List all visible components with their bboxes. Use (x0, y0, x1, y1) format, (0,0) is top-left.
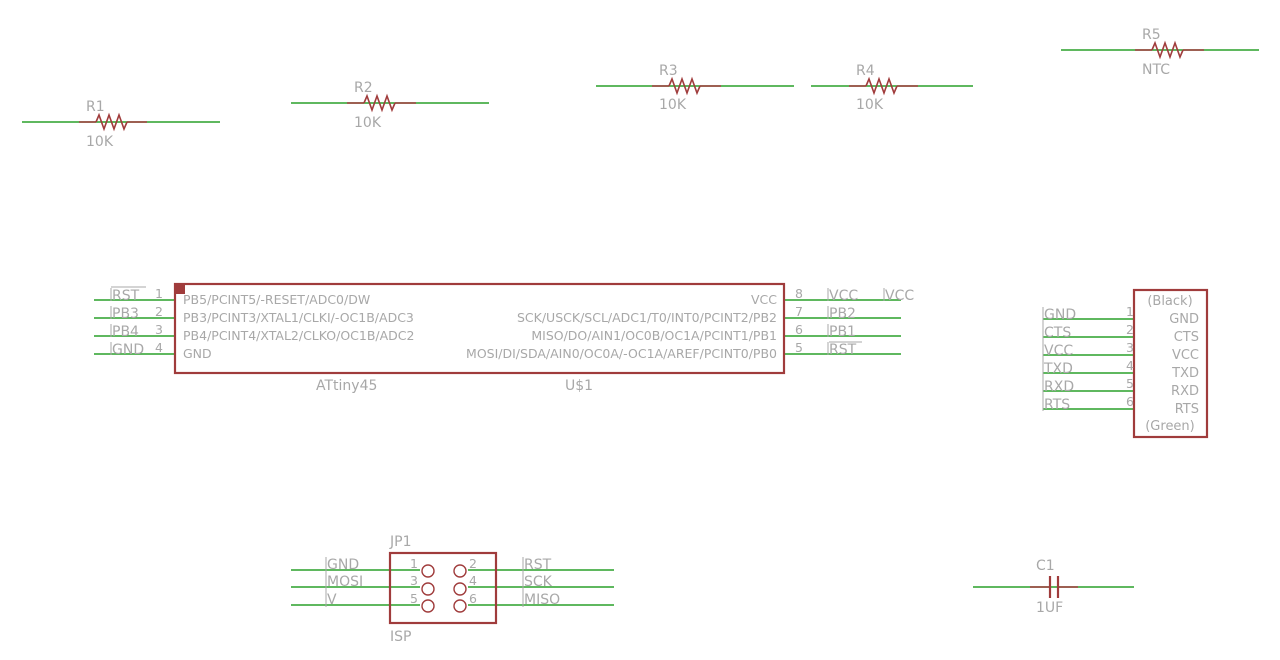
ftdi-net-5: RXD (1044, 379, 1074, 395)
r5-name: R5 (1142, 27, 1161, 43)
mcu-pin-num-8: 8 (795, 286, 803, 301)
mcu-net-3: PB4 (112, 324, 139, 340)
isp-net-2: RST (524, 557, 552, 573)
ftdi-func-1: GND (1169, 312, 1199, 327)
isp-net-3: MOSI (327, 574, 363, 590)
pin1-marker (175, 284, 185, 294)
isp-pin-num-1: 1 (410, 556, 418, 571)
r3-value: 10K (659, 97, 687, 113)
mcu-net-1: RST (112, 288, 140, 304)
ftdi-body (1132, 288, 1209, 439)
r5-value: NTC (1142, 62, 1170, 78)
mcu-func-3: PB4/PCINT4/XTAL2/CLKO/OC1B/ADC2 (183, 328, 415, 343)
ftdi-func-4: TXD (1171, 366, 1199, 381)
isp-header[interactable]: JP1 ISP GND MOSI V 1 3 5 2 4 6 RST SCK M… (291, 534, 614, 645)
mcu-func-1: PB5/PCINT5/-RESET/ADC0/DW (183, 292, 370, 307)
r4-value: 10K (856, 97, 884, 113)
isp-pin-num-5: 5 (410, 591, 418, 606)
isp-body (388, 551, 498, 625)
r1-name: R1 (86, 99, 105, 115)
isp-net-6: MISO (524, 592, 560, 608)
ftdi-net-1: GND (1044, 307, 1076, 323)
mcu-func-2: PB3/PCINT3/XTAL1/CLKI/-OC1B/ADC3 (183, 310, 414, 325)
resistor-r3[interactable]: R3 10K (596, 63, 794, 113)
mcu-pin-num-3: 3 (155, 322, 163, 337)
ftdi-pin-num-3: 3 (1126, 340, 1134, 355)
mcu-pin-num-7: 7 (795, 304, 803, 319)
ftdi-net-2: CTS (1044, 325, 1071, 341)
mcu-net-8: VCC (829, 288, 858, 304)
mcu-ref: U$1 (565, 378, 593, 394)
resistor-r2[interactable]: R2 10K (291, 80, 489, 131)
mcu-extra-vcc-label: VCC (885, 288, 914, 304)
ftdi-func-3: VCC (1172, 348, 1199, 363)
mcu-func-5: MOSI/DI/SDA/AIN0/OC0A/-OC1A/AREF/PCINT0/… (466, 346, 777, 361)
mcu-net-4: GND (112, 342, 144, 358)
resistor-r5[interactable]: R5 NTC (1061, 27, 1259, 78)
r2-value: 10K (354, 115, 382, 131)
ftdi-header[interactable]: (Black) (Green) GND CTS VCC TXD RXD RTS … (1042, 288, 1209, 439)
isp-net-5: V (327, 592, 337, 608)
mcu-pin-num-1: 1 (155, 286, 163, 301)
ftdi-func-2: CTS (1174, 330, 1199, 345)
mcu-net-2: PB3 (112, 306, 139, 322)
mcu-func-8: VCC (751, 292, 777, 307)
r2-name: R2 (354, 80, 373, 96)
mcu-net-5: RST (829, 342, 857, 358)
isp-pin-num-3: 3 (410, 573, 418, 588)
isp-pin-num-2: 2 (469, 556, 477, 571)
r3-name: R3 (659, 63, 678, 79)
mcu-body (173, 282, 786, 375)
ftdi-pin-num-1: 1 (1126, 304, 1134, 319)
mcu-func-4: GND (183, 346, 212, 361)
ftdi-net-4: TXD (1043, 361, 1073, 377)
c1-value: 1UF (1036, 600, 1063, 616)
mcu-pin-num-2: 2 (155, 304, 163, 319)
resistor-r4[interactable]: R4 10K (811, 63, 973, 113)
mcu-net-6: PB1 (829, 324, 856, 340)
ftdi-pin-num-6: 6 (1126, 394, 1134, 409)
ftdi-func-5: RXD (1171, 384, 1199, 399)
isp-net-1: GND (327, 557, 359, 573)
mcu-net-7: PB2 (829, 306, 856, 322)
isp-pin-num-6: 6 (469, 591, 477, 606)
ftdi-pin-num-2: 2 (1126, 322, 1134, 337)
isp-name: JP1 (389, 534, 411, 550)
mcu-pin-num-5: 5 (795, 340, 803, 355)
isp-value: ISP (390, 629, 411, 645)
resistor-r1[interactable]: R1 10K (22, 99, 220, 150)
mcu-pin-num-6: 6 (795, 322, 803, 337)
ftdi-bottom-label: (Green) (1145, 419, 1195, 434)
capacitor-c1[interactable]: C1 1UF (973, 558, 1134, 616)
mcu-func-6: MISO/DO/AIN1/OC0B/OC1A/PCINT1/PB1 (531, 328, 777, 343)
mcu-func-7: SCK/USCK/SCL/ADC1/T0/INT0/PCINT2/PB2 (517, 310, 777, 325)
isp-pin-num-4: 4 (469, 573, 477, 588)
ftdi-pin-num-5: 5 (1126, 376, 1134, 391)
c1-name: C1 (1036, 558, 1055, 574)
r1-value: 10K (86, 134, 114, 150)
ftdi-net-3: VCC (1044, 343, 1073, 359)
ftdi-net-6: RTS (1044, 397, 1070, 413)
ftdi-top-label: (Black) (1147, 294, 1192, 309)
mcu-part-name: ATtiny45 (316, 378, 377, 394)
mcu-pin-num-4: 4 (155, 340, 163, 355)
ftdi-func-6: RTS (1175, 402, 1199, 417)
isp-net-4: SCK (524, 574, 553, 590)
mcu-attiny45[interactable]: RST PB3 PB4 GND 1 2 3 4 PB5/PCINT5/-RESE… (94, 282, 914, 394)
ftdi-pin-num-4: 4 (1126, 358, 1134, 373)
r4-name: R4 (856, 63, 875, 79)
